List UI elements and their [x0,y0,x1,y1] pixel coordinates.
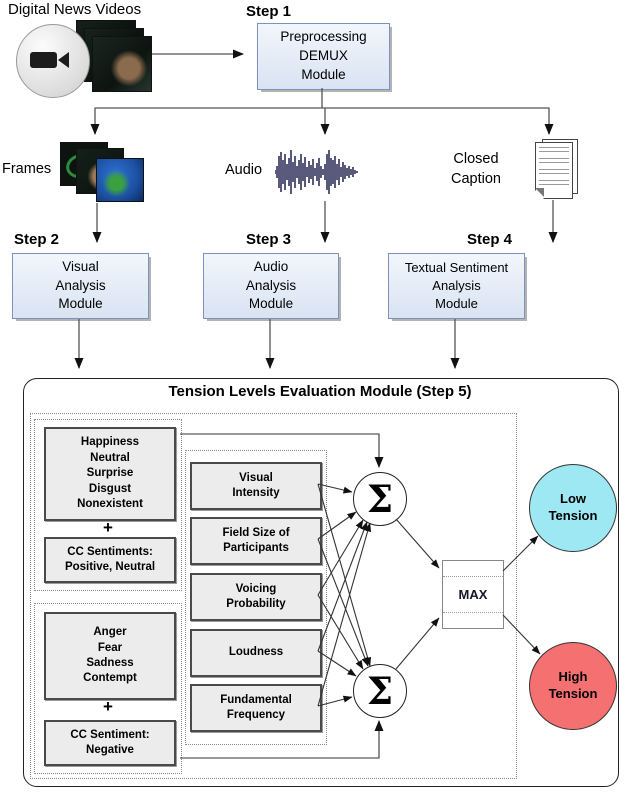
max-label: MAX [458,587,488,602]
step4-textual-sentiment-box: Textual Sentiment Analysis Module [388,253,525,319]
step2-label: Step 2 [14,231,60,248]
high-plus-sign: + [103,697,113,716]
low-plus-sign: + [103,518,113,537]
closed-caption-document-icon [532,138,580,200]
low-tension-inputs-region [34,419,182,591]
high-cc-sentiment-box: CC Sentiment: Negative [44,720,176,766]
step3-audio-analysis-box: Audio Analysis Module [203,253,339,319]
sum-node-low: Σ [353,472,407,526]
feature-loudness-box: Loudness [190,629,322,677]
feature-fundamental-frequency-box: Fundamental Frequency [190,684,322,732]
closed-caption-label: Closed Caption [451,151,501,187]
low-emotions-box: Happiness Neutral Surprise Disgust Nonex… [44,427,176,521]
low-cc-sentiments-box: CC Sentiments: Positive, Neutral [44,537,176,583]
video-frames-icon [72,18,154,96]
audio-waveform-icon [275,150,358,194]
high-tension-output: High Tension [529,642,617,730]
audio-label: Audio [225,162,263,178]
step4-label: Step 4 [467,231,513,248]
high-emotions-box: Anger Fear Sadness Contempt [44,612,176,700]
high-tension-inputs-region [34,603,182,774]
frames-label: Frames [2,161,52,177]
step3-label: Step 3 [246,231,292,248]
tension-module-title: Tension Levels Evaluation Module (Step 5… [168,383,472,400]
source-label: Digital News Videos [8,1,142,18]
max-node: MAX [442,560,504,629]
feature-field-size-box: Field Size of Participants [190,517,322,565]
video-camera-icon [16,24,90,98]
feature-visual-intensity-box: Visual Intensity [190,462,322,510]
low-tension-output: Low Tension [529,464,617,552]
step1-preprocessing-box: Preprocessing DEMUX Module [257,23,390,90]
frames-thumbnails-icon [60,140,144,204]
evaluation-network-region [30,413,517,779]
step2-visual-analysis-box: Visual Analysis Module [12,253,149,319]
feature-voicing-probability-box: Voicing Probability [190,573,322,621]
sum-node-high: Σ [353,664,407,718]
step1-label: Step 1 [246,3,292,20]
